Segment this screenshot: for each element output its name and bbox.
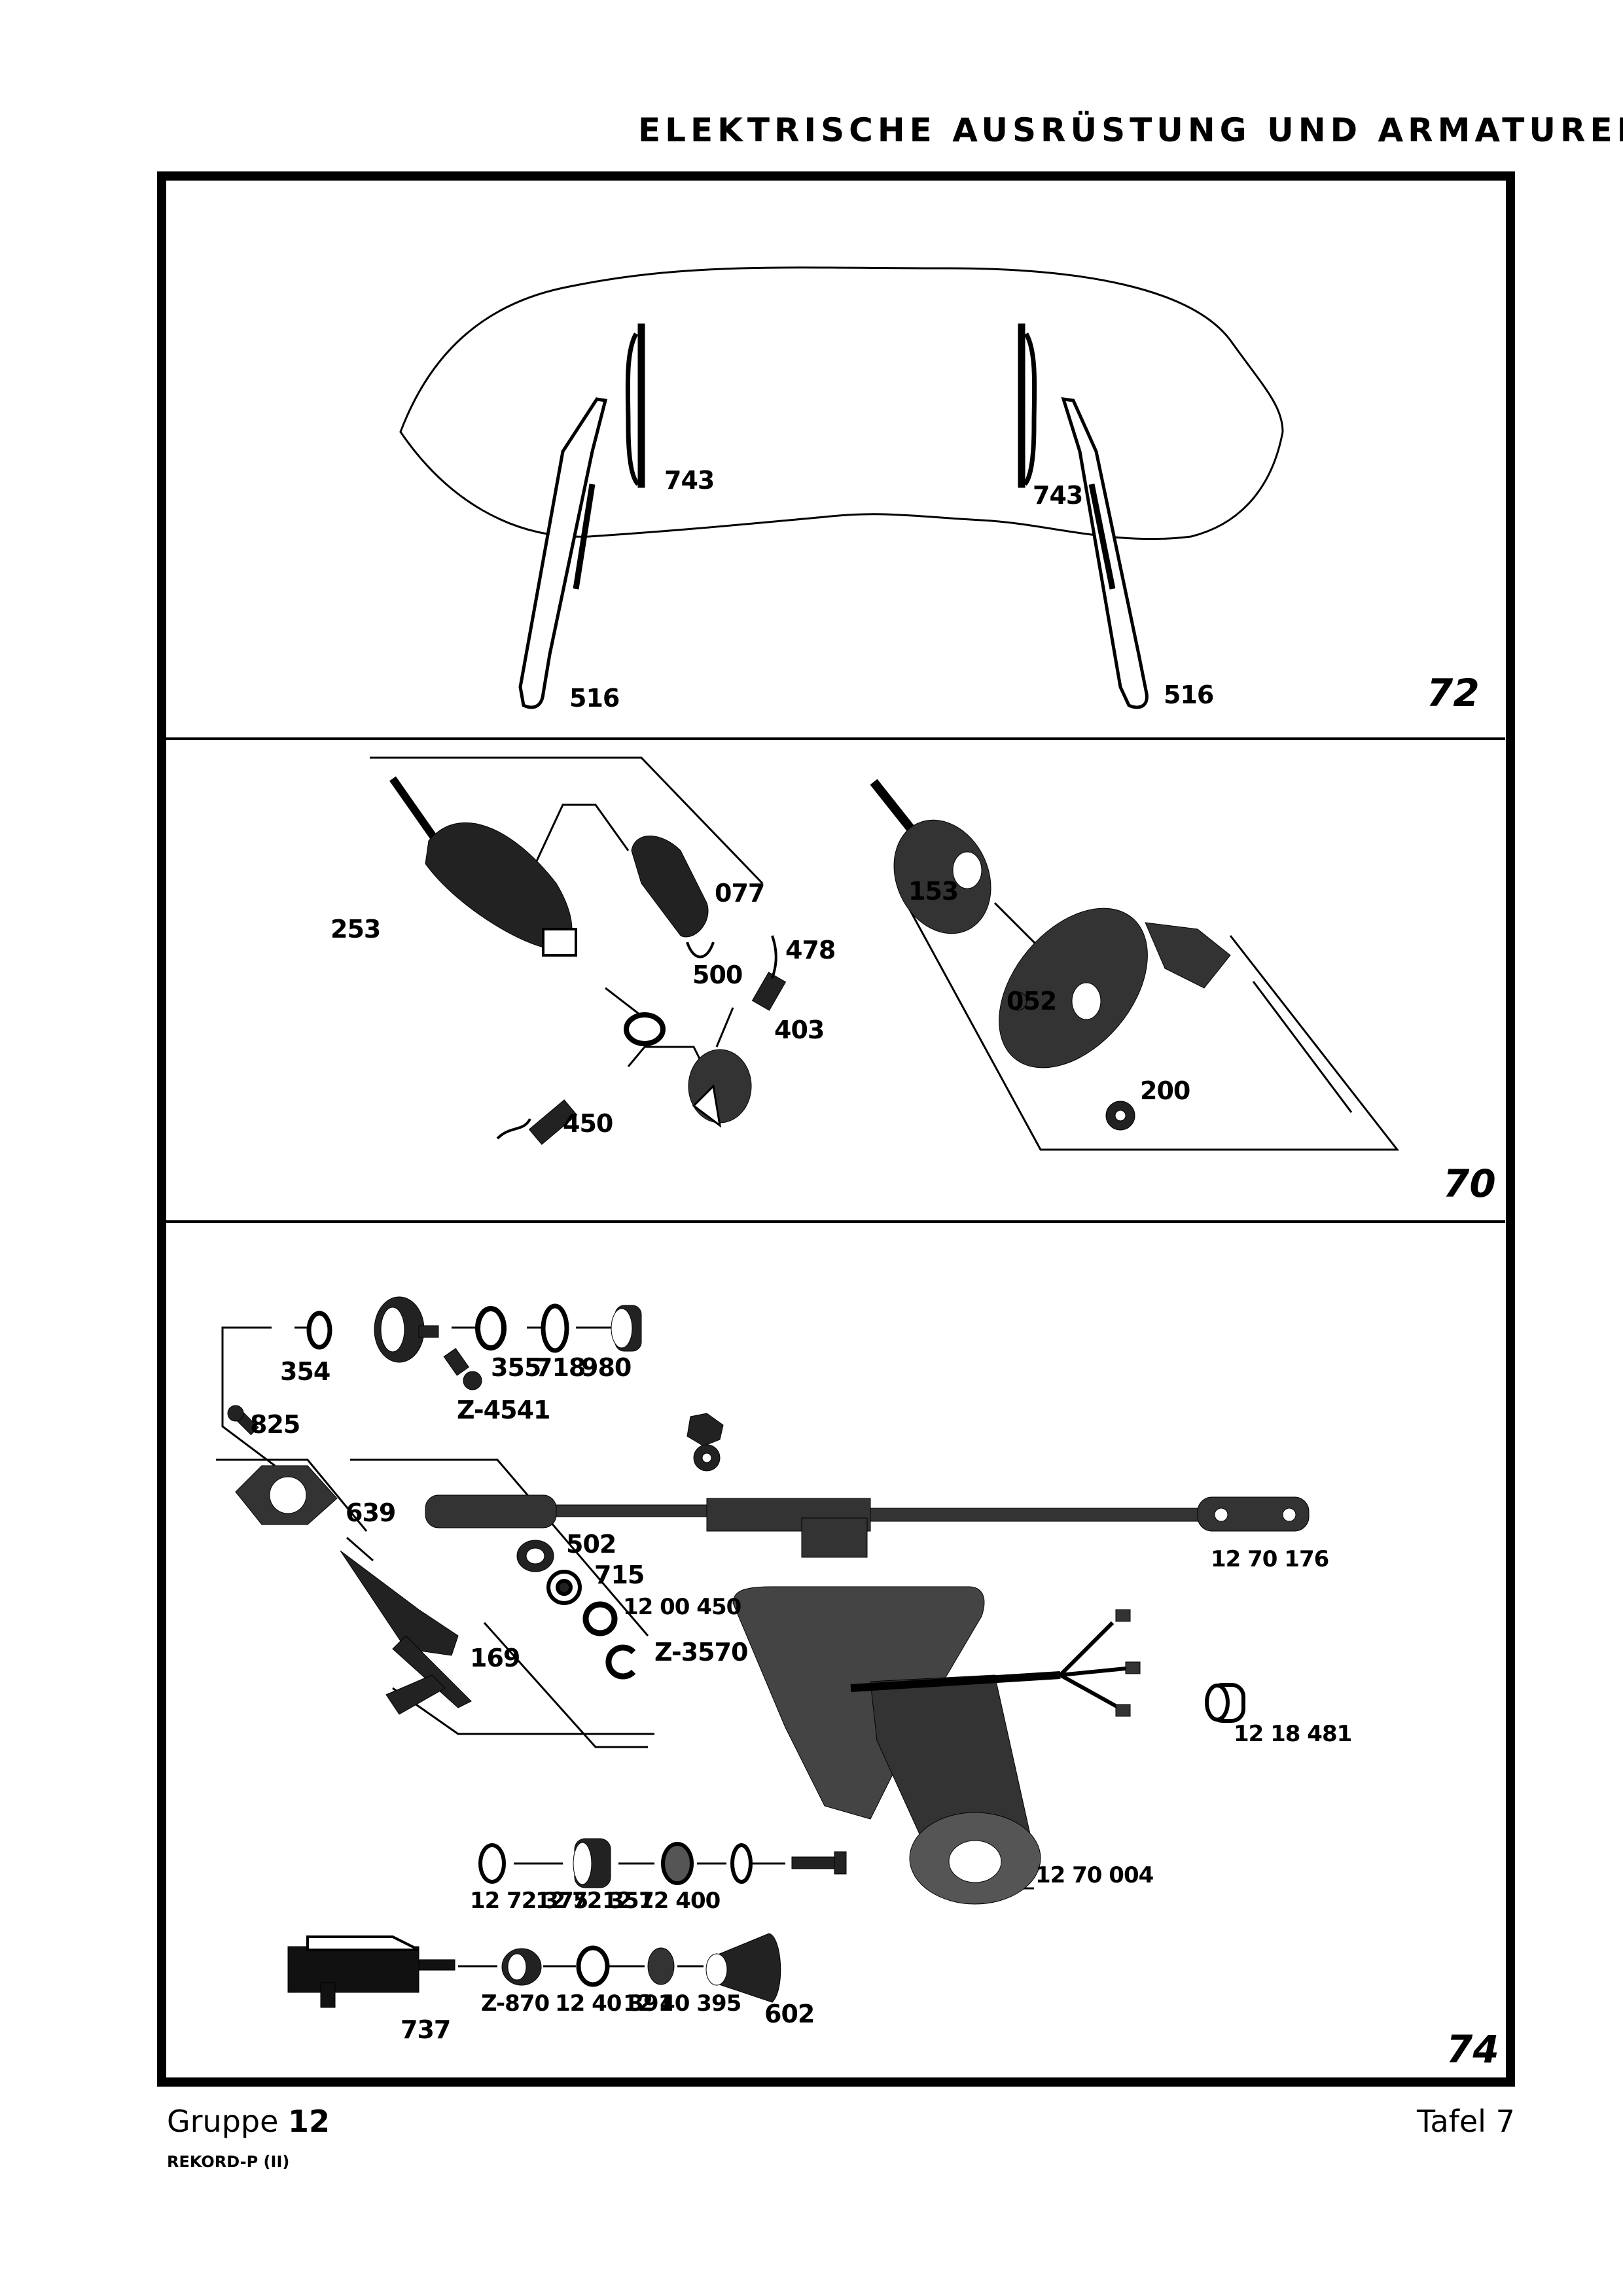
part-label: 077: [715, 879, 765, 908]
section-number-70: 70: [1443, 1161, 1496, 1206]
armature: [389, 776, 577, 957]
insert-1240395: [647, 1947, 675, 1985]
page-header-title: ELEKTRISCHE AUSRÜSTUNG UND ARMATUREN: [638, 111, 1623, 149]
part-label: Z-3570: [654, 1638, 748, 1667]
part-label: 052: [1007, 987, 1057, 1016]
part-label: 12 40 391: [555, 1990, 673, 2017]
part-label: 153: [908, 877, 959, 906]
wiper-blade-left: [625, 323, 645, 488]
part-label: 12 72 351: [535, 1888, 654, 1914]
part-label: 355: [491, 1353, 541, 1382]
footer-plate: Tafel 7: [1417, 2104, 1515, 2139]
part-label: Z-4541: [457, 1396, 550, 1424]
part-label: 743: [1033, 481, 1083, 510]
washer-355: [475, 1306, 507, 1351]
part-label: 354: [280, 1357, 330, 1386]
gear-housing: [999, 908, 1231, 1069]
part-label: 12 18 481: [1234, 1721, 1352, 1747]
bolt-z4541: [443, 1348, 482, 1390]
part-label: Z-870: [481, 1990, 550, 2017]
washer-1200450: [582, 1601, 618, 1636]
wiper-arm-right: [1061, 397, 1149, 709]
brush-plate: [688, 1049, 752, 1128]
part-label: 403: [774, 1016, 825, 1044]
part-label: 12 40 395: [623, 1990, 741, 2017]
nut-and-lockwasher: [687, 1413, 724, 1472]
wiper-blade-right: [1018, 323, 1037, 488]
footer-plate-label: Tafel: [1417, 2104, 1486, 2139]
part-label: 516: [569, 684, 620, 713]
circlip-z3570: [605, 1644, 636, 1680]
field-coil: [631, 836, 715, 959]
bushing-1272375: [478, 1843, 506, 1884]
footer-model: REKORD-P (II): [167, 2153, 290, 2171]
ring-1240391: [576, 1945, 610, 1987]
part-label: 12 70 004: [1035, 1862, 1154, 1888]
spring-washer: [624, 1012, 666, 1046]
diagram-frame: [157, 171, 1515, 2087]
part-label: 12 72 400: [602, 1888, 721, 1914]
part-label: 12 00 450: [623, 1594, 741, 1620]
assembly-outline-left: [370, 756, 764, 885]
crank-169: [340, 1550, 472, 1715]
bushing: [1105, 1101, 1135, 1131]
part-label: 200: [1140, 1076, 1190, 1105]
mount-bolt: [791, 1851, 847, 1875]
part-label: 602: [764, 2000, 815, 2028]
part-label: 516: [1164, 680, 1214, 709]
part-label: 12 70 176: [1211, 1546, 1329, 1572]
bearing-715: [546, 1570, 582, 1605]
part-label: 743: [664, 466, 715, 495]
windshield-outline: [399, 266, 1284, 540]
nut-980: [611, 1305, 642, 1352]
section-number-74: 74: [1446, 2027, 1499, 2072]
part-label: 502: [566, 1530, 616, 1559]
part-label: 718: [535, 1353, 586, 1382]
washer-718: [541, 1303, 569, 1353]
part-label: 500: [692, 961, 743, 989]
grommet-1218481: [1205, 1683, 1245, 1723]
section-divider-1: [166, 737, 1505, 740]
bearing-354: [306, 1311, 332, 1350]
section-divider-2: [166, 1220, 1505, 1223]
part-label: 737: [401, 2015, 451, 2044]
part-label: 12 72 375: [470, 1888, 588, 1914]
footer-group-number: 12: [288, 2104, 330, 2139]
part-label: 450: [563, 1109, 613, 1138]
linkage-rod: [425, 1494, 1310, 1558]
part-label: 253: [330, 915, 381, 944]
section-number-72: 72: [1427, 671, 1480, 715]
footer-group: Gruppe 12: [167, 2104, 330, 2139]
assembly-outline-right: [908, 909, 1400, 1151]
grommet-1272400: [661, 1842, 694, 1885]
part-label: 478: [785, 936, 836, 964]
screw-825: [227, 1405, 259, 1436]
wiper-motor: [732, 1586, 1141, 1905]
bushing-502: [516, 1540, 554, 1572]
footer-plate-number: 7: [1495, 2104, 1515, 2139]
nut-z870: [501, 1948, 542, 1986]
brush-holder: [496, 1099, 578, 1145]
part-label: 169: [470, 1644, 520, 1672]
brush: [751, 935, 787, 1011]
switch-737: [287, 1935, 455, 2008]
part-label: 825: [250, 1410, 300, 1439]
part-label: 980: [581, 1353, 632, 1382]
gasket-639: [235, 1465, 338, 1525]
housing-cap: [374, 1296, 439, 1363]
part-label: 715: [594, 1561, 645, 1589]
part-label: 639: [346, 1498, 396, 1527]
washer-1272400: [730, 1843, 753, 1884]
spacer-1272351: [573, 1838, 611, 1888]
knob-602: [705, 1933, 781, 2003]
wiper-arm-left: [518, 397, 608, 709]
footer-group-label: Gruppe: [167, 2104, 279, 2139]
gear-with-shaft: [870, 779, 991, 934]
